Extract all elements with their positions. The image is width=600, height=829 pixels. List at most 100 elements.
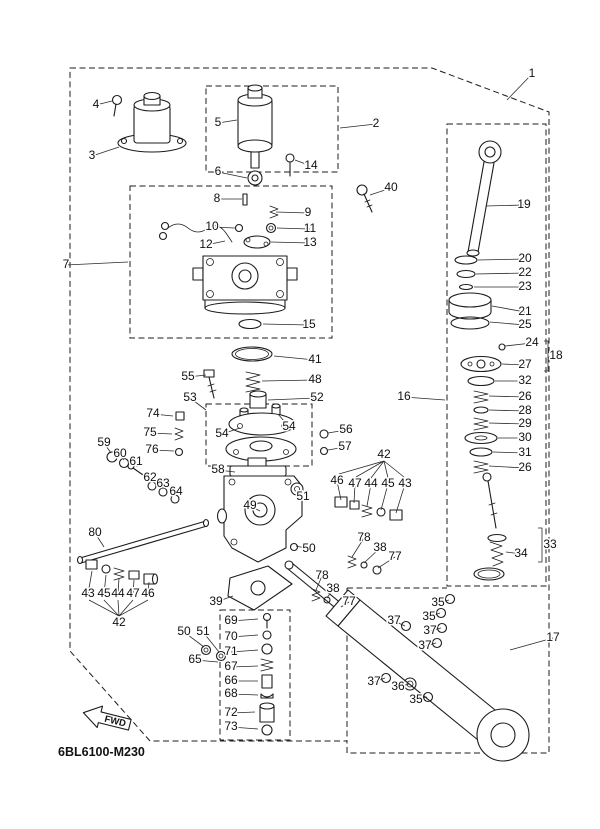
part-callout-42: 42	[377, 447, 391, 461]
part-callout-35: 35	[409, 692, 423, 706]
part-callout-32: 32	[518, 373, 532, 387]
part-callout-61: 61	[129, 454, 143, 468]
part-callout-41: 41	[308, 352, 322, 366]
leader-line-46	[336, 480, 342, 501]
sub-assembly-boxes	[129, 85, 547, 741]
leader-line-77	[340, 601, 350, 608]
leader-line-24	[504, 342, 533, 347]
part-callout-69: 69	[224, 613, 238, 627]
part-callout-2: 2	[373, 116, 380, 130]
leader-line-51	[202, 631, 220, 653]
part-callout-46: 46	[330, 473, 344, 487]
leader-lines	[65, 73, 554, 730]
solenoid-drawing	[111, 91, 187, 153]
part-callout-78: 78	[357, 530, 371, 544]
leader-line-74	[152, 413, 174, 417]
leader-line-26	[488, 465, 526, 469]
leader-line-13	[270, 241, 311, 244]
leader-line-54	[221, 427, 241, 435]
part-callout-18: 18	[549, 348, 563, 362]
leader-line-29	[488, 422, 526, 425]
part-callout-45: 45	[97, 586, 111, 600]
part-callout-62: 62	[143, 470, 157, 484]
leader-line-61	[135, 461, 138, 468]
leader-line-15	[262, 323, 310, 326]
grouping-lines	[88, 340, 549, 617]
leader-line-68	[230, 693, 259, 696]
leader-line-7	[65, 261, 129, 266]
part-callout-33: 33	[543, 537, 557, 551]
leader-line-37	[424, 642, 437, 647]
trim-cylinder-internals	[448, 140, 507, 581]
leader-line-71	[230, 649, 259, 653]
fan-42-left	[88, 599, 149, 617]
part-callout-50: 50	[302, 541, 316, 555]
part-callout-39: 39	[209, 594, 223, 608]
part-callout-78: 78	[315, 568, 329, 582]
leader-line-41	[273, 355, 316, 361]
leader-line-5	[217, 119, 238, 124]
part-callout-57: 57	[338, 439, 352, 453]
part-callout-49: 49	[243, 498, 257, 512]
leader-line-31	[492, 451, 526, 454]
relief-set-a	[347, 555, 382, 575]
leader-line-25	[489, 321, 526, 326]
leader-line-2	[339, 123, 377, 129]
leader-line-14	[294, 159, 312, 167]
part-callout-46: 46	[141, 586, 155, 600]
leader-line-34	[505, 551, 522, 555]
leader-line-40	[369, 187, 392, 196]
leader-line-54	[277, 413, 290, 428]
leader-line-69	[230, 618, 259, 622]
part-callout-37: 37	[387, 613, 401, 627]
part-callout-73: 73	[224, 719, 238, 733]
leader-line-43	[395, 483, 406, 514]
part-callout-60: 60	[113, 446, 127, 460]
shuttle-parts-74-76	[174, 411, 185, 457]
part-callout-24: 24	[525, 335, 539, 349]
leader-line-58	[217, 469, 236, 473]
leader-line-76	[151, 449, 175, 452]
screw-40-drawing	[356, 184, 373, 213]
part-callout-26: 26	[518, 460, 532, 474]
leader-line-28	[488, 409, 526, 412]
tilt-cylinder-drawing	[325, 589, 530, 762]
leader-line-52	[267, 397, 318, 401]
leader-line-70	[230, 634, 259, 638]
part-callout-37: 37	[423, 623, 437, 637]
leader-line-56	[327, 429, 347, 434]
loose-rings-35-37	[380, 593, 456, 703]
part-callout-53: 53	[183, 390, 197, 404]
part-callout-27: 27	[518, 357, 532, 371]
part-callout-8: 8	[214, 191, 221, 205]
leader-line-45	[103, 574, 107, 595]
part-callout-75: 75	[143, 425, 157, 439]
part-callout-29: 29	[518, 416, 532, 430]
motor-box	[205, 85, 339, 173]
part-callout-38: 38	[373, 540, 387, 554]
leader-line-9	[275, 211, 309, 214]
part-callout-70: 70	[224, 629, 238, 643]
leader-line-50	[183, 631, 205, 648]
leader-line-47	[132, 579, 135, 595]
part-callout-54: 54	[215, 426, 229, 440]
part-callout-47: 47	[348, 476, 362, 490]
leader-line-53	[189, 397, 207, 411]
leader-line-38	[363, 547, 381, 564]
pump-unit-box	[129, 185, 333, 339]
leader-line-55	[187, 374, 207, 378]
leader-line-44	[117, 577, 120, 595]
leader-line-35	[428, 612, 441, 618]
part-callout-36: 36	[391, 679, 405, 693]
leader-line-62	[149, 477, 153, 483]
leader-line-75	[149, 432, 173, 435]
part-callout-58: 58	[211, 462, 225, 476]
part-callout-74: 74	[146, 406, 160, 420]
relief-valve-box	[219, 609, 291, 741]
part-callout-66: 66	[224, 673, 238, 687]
leader-line-37	[429, 627, 442, 632]
leader-line-65	[194, 659, 219, 663]
part-callout-26: 26	[518, 389, 532, 403]
